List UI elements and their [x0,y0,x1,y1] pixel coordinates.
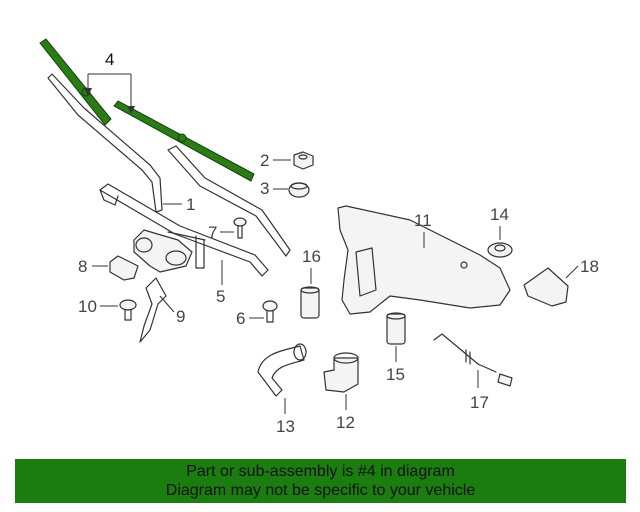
callout-12-label: 12 [336,413,355,432]
washer-pump-16 [300,286,320,319]
wiper-arm-left [47,73,163,213]
callout-7-label: 7 [208,223,217,242]
callout-10: 10 [78,297,118,316]
callout-4: 4 [84,50,135,114]
callout-11: 11 [414,211,432,248]
callout-11-label: 11 [414,211,432,230]
callout-5-label: 5 [216,287,225,306]
callout-14-label: 14 [490,205,509,224]
bracket-8 [109,255,139,281]
banner-line-2: Diagram may not be specific to your vehi… [165,482,476,499]
sensor-17 [433,333,513,387]
screw-10 [119,299,137,321]
callout-8: 8 [78,257,108,276]
callout-9-label: 9 [176,307,185,326]
callout-12: 12 [336,394,355,432]
washer-pump-15 [386,312,406,345]
callout-18: 18 [565,257,599,279]
callout-1: 1 [163,195,195,214]
info-banner: Part or sub-assembly is #4 in diagram Di… [15,459,626,503]
bracket-9 [139,277,167,343]
wiper-linkage-5 [99,183,269,277]
callout-17-label: 17 [470,393,489,412]
callout-18-label: 18 [580,257,599,276]
wiper-blade-right[interactable] [113,100,255,182]
banner-line-1: Part or sub-assembly is #4 in diagram [186,463,455,480]
callout-16: 16 [302,247,321,284]
callout-6: 6 [236,309,264,328]
wiper-arm-right [167,145,291,257]
callout-2: 2 [260,151,291,170]
wiper-motor [133,229,193,273]
callout-7: 7 [208,223,234,242]
callout-14: 14 [490,205,509,240]
callout-6-label: 6 [236,309,245,328]
bolt-7 [233,217,247,239]
elbow-12 [323,352,359,393]
callout-15: 15 [386,346,405,384]
callout-13: 13 [276,398,295,436]
hose-13 [257,343,307,397]
cap-3 [288,182,310,198]
callout-17: 17 [470,370,489,412]
bracket-18 [523,267,569,307]
bolt-6 [262,300,278,323]
callout-5: 5 [216,260,225,306]
callout-16-label: 16 [302,247,321,266]
washer-reservoir-11 [337,205,511,315]
grommet-14 [487,242,513,258]
callout-2-label: 2 [260,151,269,170]
callout-13-label: 13 [276,417,295,436]
callout-10-label: 10 [78,297,97,316]
callout-8-label: 8 [78,257,87,276]
callout-9: 9 [159,295,185,326]
callout-4-label: 4 [105,50,114,69]
nut-2 [293,151,314,170]
callout-15-label: 15 [386,365,405,384]
callout-3: 3 [260,179,288,198]
callout-3-label: 3 [260,179,269,198]
callout-1-label: 1 [186,195,195,214]
